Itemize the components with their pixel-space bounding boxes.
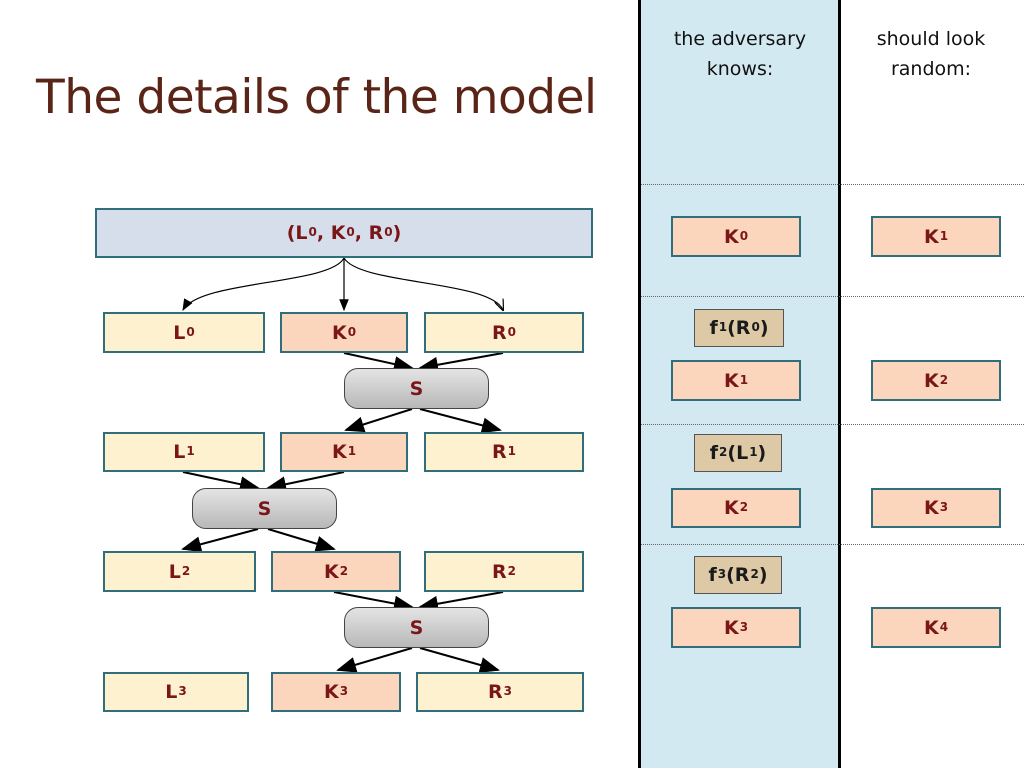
s-function-box-3: S: [344, 607, 489, 648]
separator-3: [641, 424, 1024, 425]
s-function-box-1: S: [344, 368, 489, 409]
column-divider-right: [838, 0, 841, 768]
header-adversary-knows: the adversary knows:: [673, 28, 807, 80]
s-function-box-2: S: [192, 488, 337, 529]
separator-1: [641, 184, 1024, 185]
separator-4: [641, 544, 1024, 545]
separator-2: [641, 296, 1024, 297]
page-title: The details of the model: [36, 70, 597, 125]
header-should-look-random: should look random:: [876, 28, 986, 80]
column-divider-left: [638, 0, 641, 768]
